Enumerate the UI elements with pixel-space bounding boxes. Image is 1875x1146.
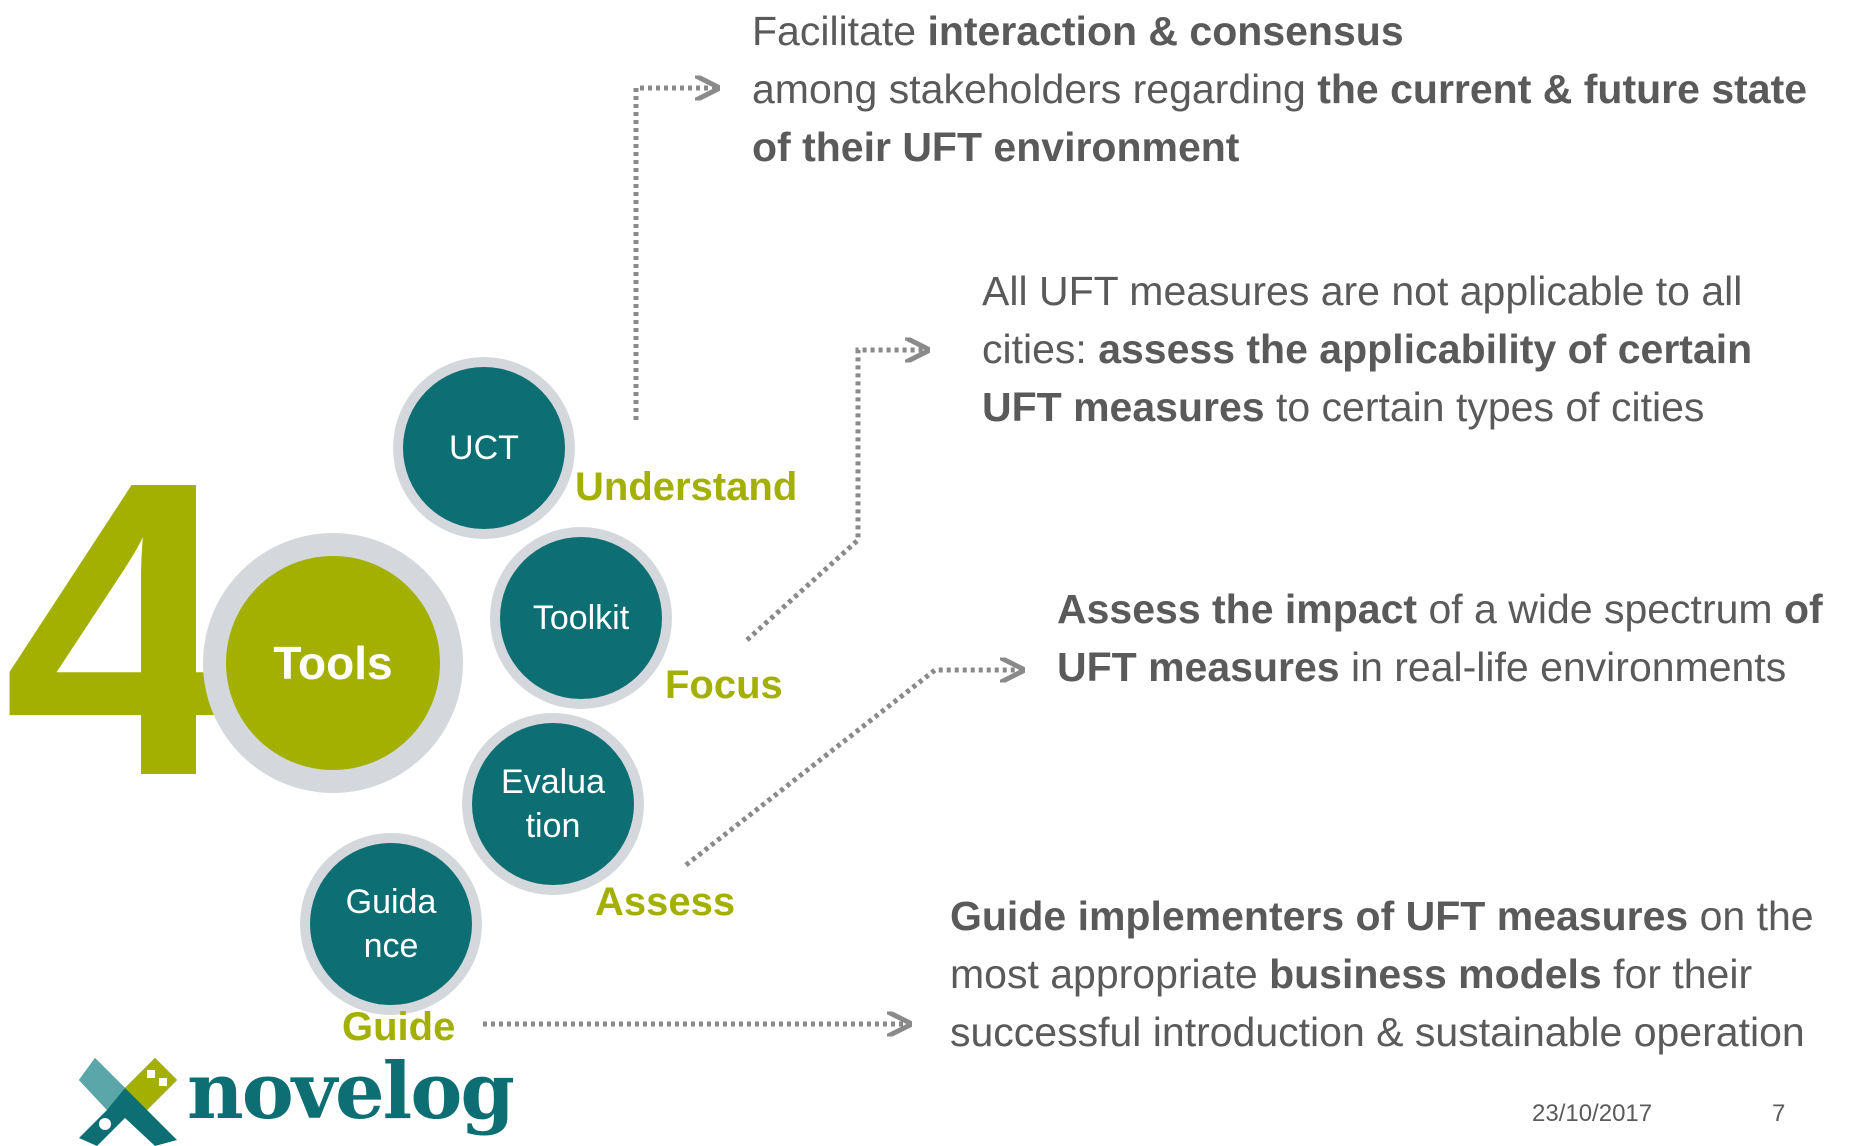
desc-understand-part-1: interaction & consensus bbox=[927, 8, 1404, 54]
description-understand: Facilitate interaction & consensus among… bbox=[752, 2, 1852, 176]
evaluation-circle: Evalua tion bbox=[472, 723, 634, 885]
footer-date: 23/10/2017 bbox=[1532, 1100, 1653, 1127]
desc-focus-part-1: assess the applicability of certain UFT … bbox=[982, 326, 1753, 430]
desc-assess-part-3: in real-life environments bbox=[1339, 644, 1787, 690]
novelog-logo: novelog bbox=[75, 1046, 515, 1146]
desc-focus-part-2: to certain types of cities bbox=[1264, 384, 1705, 430]
guidance-circle: Guida nce bbox=[310, 843, 472, 1005]
tools-circle-label: Tools bbox=[273, 637, 393, 689]
desc-guide-part-2: business models bbox=[1269, 951, 1602, 997]
description-assess: Assess the impact of a wide spectrum of … bbox=[1057, 580, 1847, 696]
guidance-circle-label: Guida nce bbox=[345, 883, 437, 965]
novelog-logo-text: novelog bbox=[187, 1046, 515, 1137]
uct-circle: UCT bbox=[403, 367, 565, 529]
connector-focus bbox=[745, 350, 925, 642]
desc-assess-part-0: Assess the impact bbox=[1057, 586, 1418, 632]
uct-circle-label: UCT bbox=[449, 429, 519, 467]
novelog-logo-icon bbox=[79, 1058, 177, 1146]
label-guide: Guide bbox=[342, 1005, 456, 1049]
label-understand: Understand bbox=[575, 465, 798, 509]
big-number-four: 4 bbox=[3, 395, 237, 864]
evaluation-circle-label: Evalua tion bbox=[501, 763, 605, 845]
desc-understand-part-3: the current & future state of their UFT … bbox=[752, 66, 1808, 170]
connector-assess bbox=[684, 670, 1020, 867]
label-assess: Assess bbox=[595, 880, 736, 924]
desc-guide-part-0: Guide implementers of UFT measures bbox=[950, 893, 1689, 939]
desc-assess-part-2: of UFT measures bbox=[1057, 586, 1823, 690]
footer-page-number: 7 bbox=[1772, 1100, 1786, 1127]
description-focus: All UFT measures are not applicable to a… bbox=[982, 262, 1812, 436]
connector-understand bbox=[633, 88, 715, 420]
desc-guide-part-1: on the most appropriate bbox=[950, 893, 1814, 997]
toolkit-circle-label: Toolkit bbox=[532, 599, 630, 637]
desc-focus-part-0: All UFT measures are not applicable to a… bbox=[982, 268, 1743, 372]
toolkit-circle: Toolkit bbox=[500, 537, 662, 699]
label-focus: Focus bbox=[665, 663, 783, 707]
description-guide: Guide implementers of UFT measures on th… bbox=[950, 887, 1875, 1061]
tools-circle: Tools bbox=[226, 556, 440, 770]
desc-understand-part-2: among stakeholders regarding bbox=[752, 66, 1318, 112]
desc-assess-part-1: of a wide spectrum bbox=[1417, 586, 1784, 632]
desc-understand-part-0: Facilitate bbox=[752, 8, 928, 54]
desc-guide-part-3: for their successful introduction & sust… bbox=[950, 951, 1805, 1055]
